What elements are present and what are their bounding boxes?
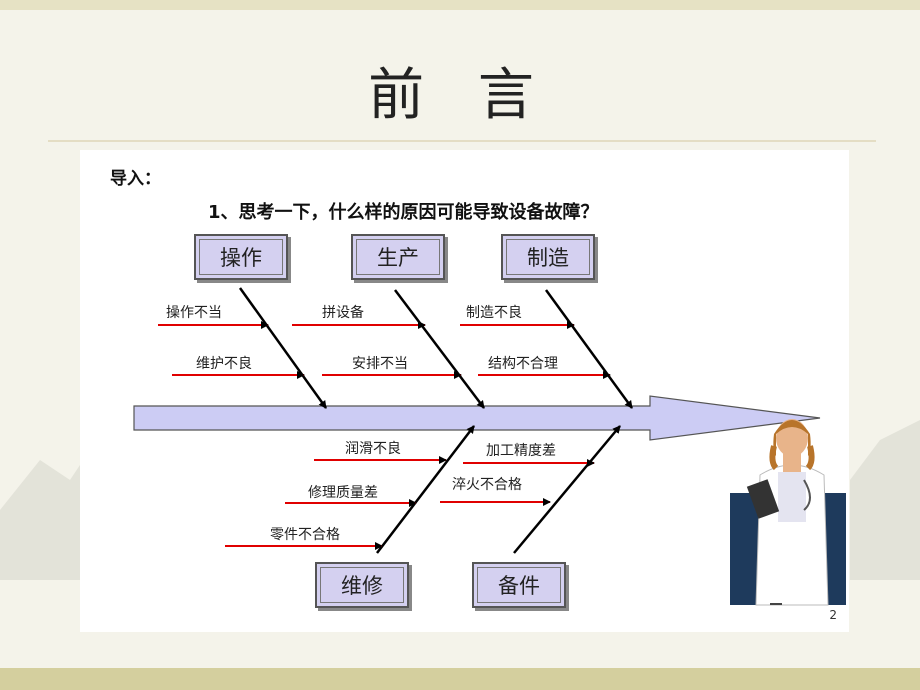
- title-divider: [48, 140, 876, 142]
- spine-arrow: [133, 395, 821, 441]
- bottom-accent-bar: [0, 668, 920, 690]
- intro-label: 导入：: [110, 169, 161, 189]
- cause-label-operation-2: 维护不良: [196, 356, 252, 372]
- background-mountain-decoration: [0, 420, 920, 580]
- top-accent-bar: [0, 0, 920, 10]
- question-text: 1、思考一下，什么样的原因可能导致设备故障？: [208, 202, 599, 223]
- bone-production: [394, 289, 485, 409]
- cause-label-maintenance-3: 零件不合格: [270, 527, 340, 543]
- category-label-manufacturing: 制造: [506, 239, 590, 275]
- category-box-manufacturing: 制造: [501, 234, 595, 280]
- page-title: 前 言: [368, 63, 552, 128]
- category-label-operation: 操作: [199, 239, 283, 275]
- cause-label-production-2: 安排不当: [352, 356, 408, 372]
- cause-label-manufacturing-2: 结构不合理: [488, 356, 558, 372]
- category-box-production: 生产: [351, 234, 445, 280]
- category-label-spare-parts: 备件: [477, 567, 561, 603]
- bone-manufacturing: [544, 289, 634, 409]
- cause-label-production-1: 拼设备: [322, 305, 364, 321]
- category-box-spare-parts: 备件: [472, 562, 566, 608]
- cause-label-spare-parts-1: 加工精度差: [486, 443, 556, 459]
- bone-operation: [238, 287, 328, 409]
- bone-spare-parts: [513, 425, 621, 554]
- fishbone-diagram: [133, 287, 846, 606]
- cause-label-manufacturing-1: 制造不良: [466, 305, 522, 321]
- slide-content: 导入： 1、思考一下，什么样的原因可能导致设备故障？: [80, 150, 849, 632]
- bone-maintenance: [376, 425, 475, 554]
- category-label-production: 生产: [356, 239, 440, 275]
- page-number: 2: [829, 608, 837, 622]
- category-label-maintenance: 维修: [320, 567, 404, 603]
- cause-label-maintenance-1: 润滑不良: [345, 441, 401, 457]
- category-box-maintenance: 维修: [315, 562, 409, 608]
- doctor-illustration: [730, 419, 846, 606]
- cause-label-maintenance-2: 修理质量差: [308, 485, 378, 501]
- cause-label-operation-1: 操作不当: [166, 305, 222, 321]
- cause-label-spare-parts-2: 淬火不合格: [452, 477, 522, 493]
- category-box-operation: 操作: [194, 234, 288, 280]
